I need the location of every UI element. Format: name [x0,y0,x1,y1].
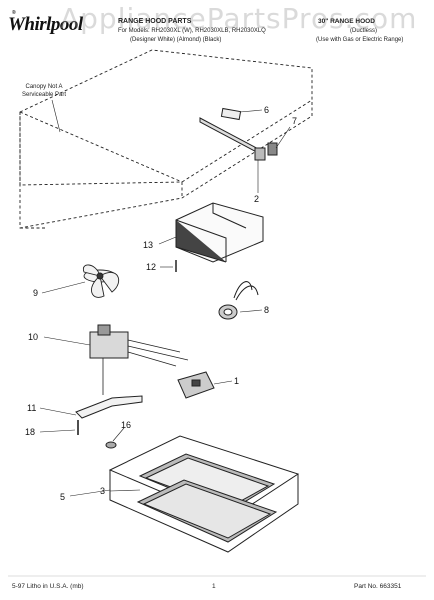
canopy-note-text: Canopy Not A Serviceable Part [22,84,67,98]
part-labels: 6 7 2 13 12 9 8 10 1 11 18 16 5 3 [25,105,297,502]
light-switch [177,371,215,399]
part-label-5: 5 [60,492,65,502]
canopy-note: Canopy Not A Serviceable Part [22,83,66,99]
canopy-leader [51,99,61,133]
header-models: For Models: RH2030XL (W), RH2030XLB, RH2… [118,28,266,34]
part-label-8: 8 [264,305,269,315]
footer-part-number: Part No. 663351 [354,583,402,590]
footer-litho: 5-97 Litho in U.S.A. (mb) [12,583,84,590]
rod-assembly [199,107,278,161]
fan-motor [89,324,189,395]
filter-housing [175,202,264,263]
part-label-6: 6 [264,105,269,115]
nut-16 [105,441,117,449]
header-usage: (Use with Gas or Electric Range) [316,37,404,43]
leader-lines [39,109,291,497]
watermark: AppliancePartsPros.com [60,2,418,35]
part-label-2: 2 [254,194,259,204]
header-type: (Ductless) [350,28,378,34]
part-label-16: 16 [121,420,131,430]
part-label-3: 3 [100,486,105,496]
header-colors: (Designer White) (Almond) (Black) [130,37,222,43]
part-label-9: 9 [33,288,38,298]
part-label-7: 7 [292,116,297,126]
light-socket [218,281,259,320]
part-label-13: 13 [143,240,153,250]
grease-filter [108,435,300,553]
canopy-outline [19,49,313,229]
part-label-11: 11 [27,403,36,413]
motor-bracket [75,395,143,435]
header-product: 30" RANGE HOOD [318,18,375,25]
part-label-1: 1 [234,376,239,386]
part-label-18: 18 [25,427,35,437]
fan-blade [82,264,120,298]
part-label-12: 12 [146,262,156,272]
brand-logo: Whirlpool [8,14,83,35]
part-label-10: 10 [28,332,38,342]
footer-page-number: 1 [212,583,216,590]
header-title: RANGE HOOD PARTS [118,18,192,25]
brand-trademark: ® [12,10,16,16]
